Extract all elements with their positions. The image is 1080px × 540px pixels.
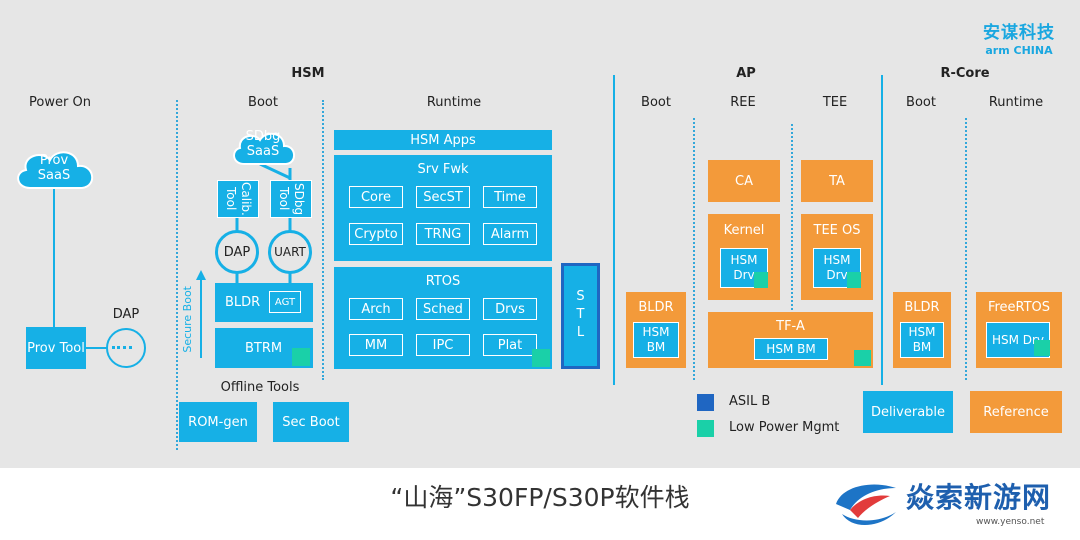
tfa-low-power-marker bbox=[854, 350, 871, 366]
rcore-bldr-hsm-bm: HSM BM bbox=[900, 322, 944, 358]
calib-tool-box: Calib. Tool bbox=[217, 180, 259, 218]
hsm-bldr-box: BLDR AGT bbox=[215, 283, 313, 322]
watermark-text: 焱索新游网 bbox=[906, 481, 1052, 514]
legend-reference: Reference bbox=[970, 391, 1062, 433]
tee-os-box: TEE OS HSM Drv bbox=[801, 214, 873, 300]
rcore-bldr-box: BLDR HSM BM bbox=[893, 292, 951, 368]
kernel-low-power-marker bbox=[754, 272, 768, 288]
srv-fwk-box: Srv Fwk Core SecST Time Crypto TRNG Alar… bbox=[334, 155, 552, 261]
sdbg-saas-label: SDbg SaaS bbox=[245, 129, 281, 159]
header-rcore: R-Core bbox=[940, 66, 990, 81]
separator-ap-ree-tee bbox=[791, 124, 793, 310]
kernel-label: Kernel bbox=[723, 222, 765, 238]
rom-gen-box: ROM-gen bbox=[179, 402, 257, 442]
tfa-hsm-bm: HSM BM bbox=[754, 338, 828, 360]
srv-item-alarm: Alarm bbox=[483, 223, 537, 245]
stl-label: STL bbox=[573, 289, 588, 343]
kernel-box: Kernel HSM Drv bbox=[708, 214, 780, 300]
tfa-box: TF-A HSM BM bbox=[708, 312, 873, 368]
srv-item-crypto: Crypto bbox=[349, 223, 403, 245]
rtos-box: RTOS Arch Sched Drvs MM IPC Plat bbox=[334, 267, 552, 369]
sdbg-saas-cloud-icon bbox=[233, 132, 295, 165]
watermark-logo-icon bbox=[836, 484, 896, 526]
agt-box: AGT bbox=[269, 291, 301, 313]
ap-bldr-box: BLDR HSM BM bbox=[626, 292, 686, 368]
logo-chinese: 安谋科技 bbox=[983, 23, 1055, 43]
rtos-item-sched: Sched bbox=[416, 298, 470, 320]
calib-tool-label: Calib. Tool bbox=[224, 182, 253, 216]
column-ap-tee: TEE bbox=[822, 95, 848, 110]
separator-ap-rcore bbox=[881, 75, 883, 385]
watermark-url: www.yenso.net bbox=[976, 517, 1045, 527]
tee-low-power-marker bbox=[847, 272, 861, 288]
srv-item-secst: SecST bbox=[416, 186, 470, 208]
tee-hsm-drv: HSM Drv bbox=[813, 248, 861, 288]
srv-fwk-label: Srv Fwk bbox=[417, 161, 469, 177]
arm-china-logo: 安谋科技 arm CHINA bbox=[978, 18, 1060, 57]
legend-deliverable: Deliverable bbox=[863, 391, 953, 433]
srv-item-trng: TRNG bbox=[416, 223, 470, 245]
column-hsm-boot: Boot bbox=[248, 95, 278, 110]
sdbg-tool-box: SDbg Tool bbox=[270, 180, 312, 218]
btrm-low-power-marker bbox=[292, 348, 310, 366]
header-ap: AP bbox=[736, 66, 756, 81]
hsm-dap-circle: DAP bbox=[215, 230, 259, 274]
ap-bldr-label: BLDR bbox=[638, 299, 674, 315]
sec-boot-box: Sec Boot bbox=[273, 402, 349, 442]
prov-saas-label: Prov SaaS bbox=[37, 153, 71, 183]
legend-low-power-label: Low Power Mgmt bbox=[729, 420, 840, 435]
rtos-item-plat: Plat bbox=[483, 334, 537, 356]
column-power-on: Power On bbox=[29, 95, 91, 110]
rcore-bldr-label: BLDR bbox=[904, 299, 940, 315]
freertos-label: FreeRTOS bbox=[987, 299, 1051, 315]
header-hsm: HSM bbox=[291, 66, 325, 81]
column-rcore-runtime: Runtime bbox=[988, 95, 1044, 110]
separator-power-hsm bbox=[176, 100, 178, 450]
column-ap-boot: Boot bbox=[641, 95, 671, 110]
dap-port-dots bbox=[112, 346, 132, 349]
logo-english: arm CHINA bbox=[985, 44, 1053, 57]
column-rcore-boot: Boot bbox=[906, 95, 936, 110]
dap-port-icon bbox=[106, 328, 146, 368]
rtos-item-arch: Arch bbox=[349, 298, 403, 320]
freertos-low-power-marker bbox=[1034, 340, 1050, 356]
separator-rcore-boot-runtime bbox=[965, 118, 967, 380]
tfa-label: TF-A bbox=[776, 318, 805, 334]
sdbg-tool-label: SDbg Tool bbox=[277, 182, 306, 216]
diagram-title: “山海”S30FP/S30P软件栈 bbox=[390, 483, 690, 512]
ta-box: TA bbox=[801, 160, 873, 202]
tee-os-label: TEE OS bbox=[813, 222, 861, 238]
prov-tool-box: Prov Tool bbox=[26, 327, 86, 369]
secure-boot-label: Secure Boot bbox=[181, 286, 194, 353]
srv-item-time: Time bbox=[483, 186, 537, 208]
offline-tools-label: Offline Tools bbox=[220, 380, 300, 395]
ca-box: CA bbox=[708, 160, 780, 202]
rtos-item-drvs: Drvs bbox=[483, 298, 537, 320]
ap-bldr-hsm-bm: HSM BM bbox=[633, 322, 679, 358]
legend-asil-swatch bbox=[697, 394, 714, 411]
rtos-item-mm: MM bbox=[349, 334, 403, 356]
separator-boot-runtime bbox=[322, 100, 324, 380]
stl-box: STL bbox=[561, 263, 600, 369]
hsm-bldr-label: BLDR bbox=[225, 295, 261, 310]
column-hsm-runtime: Runtime bbox=[426, 95, 482, 110]
rtos-label: RTOS bbox=[425, 273, 461, 289]
separator-ap-boot-ree bbox=[693, 118, 695, 380]
legend-asil-label: ASIL B bbox=[729, 394, 771, 409]
dap-label: DAP bbox=[112, 307, 140, 322]
hsm-apps-box: HSM Apps bbox=[334, 130, 552, 150]
plat-low-power-marker bbox=[532, 349, 550, 367]
prov-saas-cloud-icon bbox=[17, 151, 93, 189]
hsm-uart-circle: UART bbox=[268, 230, 312, 274]
watermark: 焱索新游网 www.yenso.net bbox=[826, 470, 1072, 534]
freertos-box: FreeRTOS HSM Drv bbox=[976, 292, 1062, 368]
separator-hsm-ap bbox=[613, 75, 615, 385]
column-ap-ree: REE bbox=[730, 95, 756, 110]
legend-low-power-swatch bbox=[697, 420, 714, 437]
rtos-item-ipc: IPC bbox=[416, 334, 470, 356]
srv-item-core: Core bbox=[349, 186, 403, 208]
